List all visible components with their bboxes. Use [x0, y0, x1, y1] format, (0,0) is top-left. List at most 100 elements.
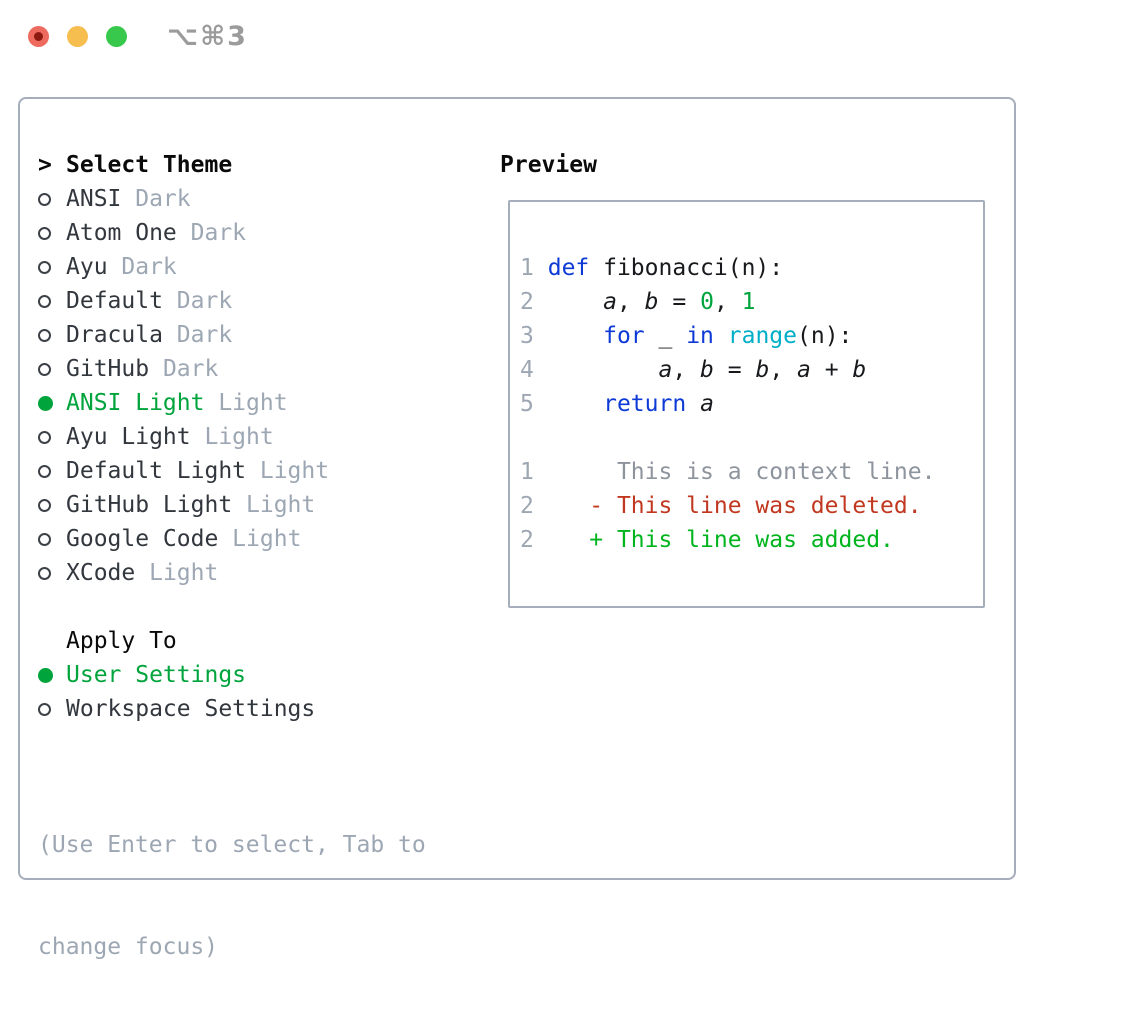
- theme-variant-label: Light: [204, 390, 288, 416]
- radio-icon: [38, 362, 51, 376]
- theme-option-github[interactable]: GitHub Dark: [38, 352, 329, 386]
- code-token: b: [755, 357, 770, 383]
- code-token: [686, 391, 700, 417]
- code-token: [534, 255, 548, 281]
- theme-variant-label: Dark: [107, 254, 177, 280]
- close-button-dot: [34, 32, 43, 41]
- code-token: 1: [741, 289, 756, 315]
- theme-option-ayu-light[interactable]: Ayu Light Light: [38, 420, 329, 454]
- line-number: 3: [520, 323, 534, 349]
- theme-variant-label: Dark: [162, 288, 233, 314]
- traffic-lights: [28, 26, 127, 47]
- usage-hint: (Use Enter to select, Tab to change focu…: [38, 760, 426, 1032]
- theme-option-ayu[interactable]: Ayu Dark: [38, 250, 329, 284]
- theme-variant-label: Dark: [149, 356, 219, 382]
- theme-option-label: GitHub Light: [66, 492, 233, 518]
- line-number: 2: [520, 527, 534, 553]
- theme-option-label: ANSI Light: [66, 390, 205, 416]
- theme-option-label: ANSI: [66, 186, 122, 212]
- radio-icon: [38, 294, 51, 308]
- line-number: 5: [520, 391, 534, 417]
- zoom-button[interactable]: [106, 26, 127, 47]
- code-token: b: [852, 357, 867, 383]
- code-token: a: [700, 391, 714, 417]
- theme-variant-label: Dark: [121, 186, 191, 212]
- code-token: b: [644, 289, 659, 315]
- close-button[interactable]: [28, 26, 49, 47]
- theme-option-label: XCode: [66, 560, 136, 586]
- line-number: 2: [520, 289, 534, 315]
- apply-option-user-settings[interactable]: User Settings: [38, 658, 315, 692]
- code-line: 2 + This line was added.: [520, 523, 983, 557]
- code-token: 0: [700, 289, 714, 315]
- theme-option-label: Ayu: [66, 254, 108, 280]
- hint-line-1: (Use Enter to select, Tab to: [38, 832, 426, 858]
- code-token: [534, 357, 659, 383]
- line-number: 2: [520, 493, 534, 519]
- focus-caret-icon: >: [38, 152, 52, 178]
- code-line: 1 This is a context line.: [520, 455, 983, 489]
- code-token: fibonacci(n):: [589, 255, 784, 281]
- preview-title: Preview: [500, 152, 597, 178]
- keyboard-shortcut-label: ⌥⌘3: [167, 21, 248, 52]
- window: { "window": { "shortcut_label": "⌥⌘3", "…: [18, 21, 1016, 960]
- code-line: [520, 421, 983, 455]
- theme-variant-label: Light: [218, 526, 302, 552]
- theme-variant-label: Light: [232, 492, 316, 518]
- apply-option-label: User Settings: [66, 662, 247, 688]
- line-number: 1: [520, 459, 534, 485]
- theme-variant-label: Light: [246, 458, 330, 484]
- apply-option-label: Workspace Settings: [66, 696, 316, 722]
- radio-icon: [38, 566, 51, 580]
- hint-line-2: change focus): [38, 934, 219, 960]
- theme-option-ansi-light[interactable]: ANSI Light Light: [38, 386, 329, 420]
- minimize-button[interactable]: [67, 26, 88, 47]
- radio-selected-icon: [38, 667, 53, 683]
- code-line: 1 def fibonacci(n):: [520, 251, 983, 285]
- code-token: ,: [713, 289, 742, 315]
- code-token: [534, 391, 603, 417]
- theme-option-github-light[interactable]: GitHub Light Light: [38, 488, 329, 522]
- code-token: a: [797, 357, 811, 383]
- theme-option-dracula[interactable]: Dracula Dark: [38, 318, 329, 352]
- theme-variant-label: Light: [135, 560, 219, 586]
- code-token: +: [810, 357, 853, 383]
- line-number: 1: [520, 255, 534, 281]
- theme-option-atom-one[interactable]: Atom One Dark: [38, 216, 329, 250]
- theme-option-label: Dracula: [66, 322, 163, 348]
- theme-option-default[interactable]: Default Dark: [38, 284, 329, 318]
- apply-to-header: Apply To: [38, 624, 315, 658]
- theme-option-label: Default Light: [66, 458, 247, 484]
- radio-icon: [38, 226, 51, 240]
- radio-icon: [38, 532, 51, 546]
- line-number: 4: [520, 357, 534, 383]
- code-token: def: [547, 255, 590, 281]
- apply-to-title: Apply To: [66, 628, 177, 654]
- code-token: return: [603, 391, 687, 417]
- theme-option-google-code[interactable]: Google Code Light: [38, 522, 329, 556]
- apply-option-workspace-settings[interactable]: Workspace Settings: [38, 692, 315, 726]
- code-token: _: [644, 323, 687, 349]
- theme-variant-label: Light: [190, 424, 274, 450]
- code-token: =: [658, 289, 701, 315]
- theme-option-ansi[interactable]: ANSI Dark: [38, 182, 329, 216]
- select-theme-title: Select Theme: [66, 152, 233, 178]
- code-token: b: [700, 357, 714, 383]
- radio-icon: [38, 192, 51, 206]
- code-token: This is a context line.: [533, 459, 936, 485]
- code-token: [714, 323, 728, 349]
- code-token: a: [658, 357, 673, 383]
- theme-variant-label: Dark: [162, 322, 233, 348]
- code-line: 5 return a: [520, 387, 983, 421]
- theme-option-xcode[interactable]: XCode Light: [38, 556, 329, 590]
- radio-icon: [38, 430, 51, 444]
- code-token: - This line was deleted.: [533, 493, 922, 519]
- radio-icon: [38, 260, 51, 274]
- code-token: a: [603, 289, 617, 315]
- theme-option-default-light[interactable]: Default Light Light: [38, 454, 329, 488]
- theme-option-label: Ayu Light: [66, 424, 191, 450]
- code-token: ,: [672, 357, 701, 383]
